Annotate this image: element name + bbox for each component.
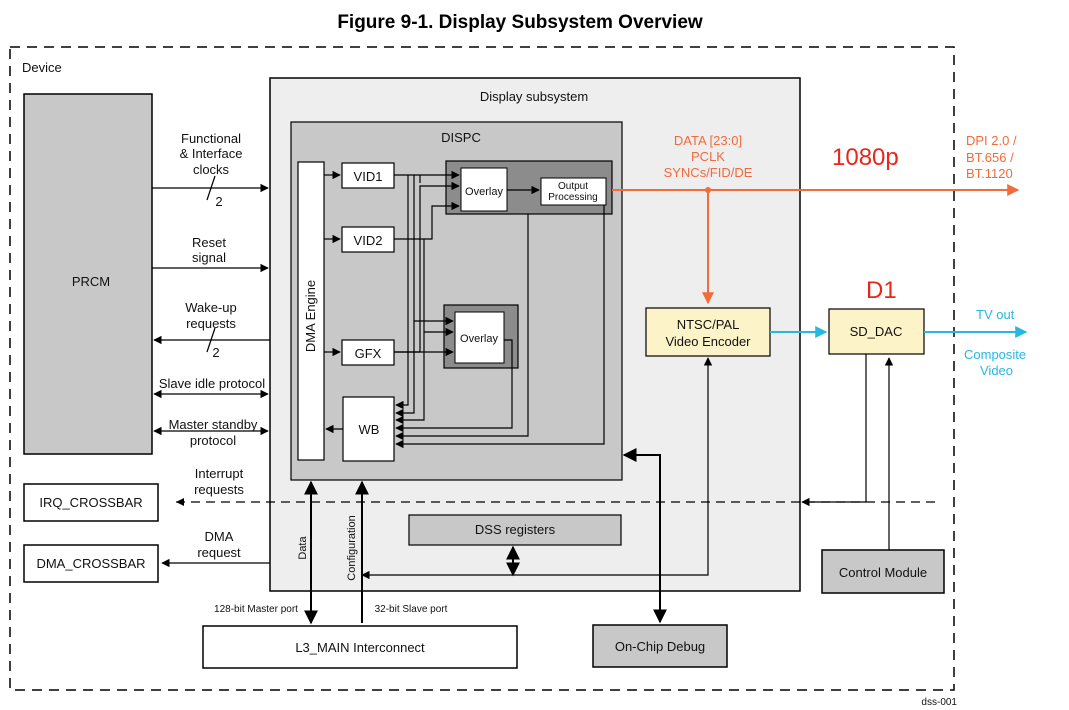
figure-id: dss-001 (921, 697, 957, 708)
slave-port-label: 32-bit Slave port (375, 604, 448, 615)
annotation-1080p: 1080p (832, 144, 899, 171)
l3-main-block (202, 625, 518, 669)
device-label: Device (22, 60, 62, 75)
l3-buses (304, 480, 369, 625)
overlay-1-label: Overlay (465, 186, 503, 198)
functional-clocks-label-3: clocks (193, 162, 230, 177)
display-subsystem-label: Display subsystem (480, 89, 588, 104)
dma-engine-label: DMA Engine (303, 280, 318, 352)
config-bus (361, 357, 713, 624)
interrupt-label-2: requests (194, 482, 244, 497)
functional-clocks-count: 2 (215, 194, 222, 209)
figure-title: Figure 9-1. Display Subsystem Overview (337, 12, 703, 33)
overlay-2-block (454, 311, 505, 364)
interrupt-label-1: Interrupt (195, 466, 244, 481)
sd-dac-block (828, 308, 925, 355)
slave-idle-label: Slave idle protocol (159, 376, 265, 391)
functional-clocks-label-2: & Interface (180, 146, 243, 161)
wb-label: WB (359, 422, 380, 437)
reset-label-1: Reset (192, 235, 226, 250)
reset-label-2: signal (192, 250, 226, 265)
functional-clocks-label-1: Functional (181, 131, 241, 146)
video-encoder-label-2: Video Encoder (665, 334, 751, 349)
on-chip-debug-block (592, 624, 728, 668)
irq-crossbar-label: IRQ_CROSSBAR (39, 495, 142, 510)
interrupt-bus (176, 354, 940, 507)
composite-label-1: Composite (964, 347, 1026, 362)
data-bus-label-1: DATA [23:0] (674, 133, 742, 148)
device-boundary (9, 46, 955, 691)
on-chip-debug-label: On-Chip Debug (615, 639, 705, 654)
vid2-block (341, 226, 395, 253)
dma-crossbar-block (23, 544, 159, 583)
overlay-2-label: Overlay (460, 333, 498, 345)
dma-crossbar-label: DMA_CROSSBAR (36, 556, 145, 571)
video-encoder-label-1: NTSC/PAL (677, 317, 740, 332)
tv-out-label: TV out (976, 307, 1015, 322)
gfx-label: GFX (355, 346, 382, 361)
master-standby-label-2: protocol (190, 433, 236, 448)
irq-crossbar-block (23, 483, 159, 522)
wakeup-label-1: Wake-up (185, 300, 237, 315)
dma-request-label-2: request (197, 545, 241, 560)
prcm-signals (152, 175, 270, 436)
output-processing-label-2: Processing (548, 192, 597, 203)
dpi-label-2: BT.656 / (966, 150, 1014, 165)
wakeup-label-2: requests (186, 316, 236, 331)
output-processing-label-1: Output (558, 181, 588, 192)
data-bus-label-3: SYNCs/FID/DE (664, 165, 753, 180)
control-module-block (821, 549, 945, 594)
overlay-1-block (460, 167, 508, 212)
dpi-label-3: BT.1120 (966, 166, 1013, 181)
dma-engine-block (297, 161, 325, 461)
vid2-label: VID2 (354, 233, 383, 248)
dispc-label: DISPC (441, 130, 481, 145)
output-processing-block (540, 177, 607, 206)
data-bus-label-2: PCLK (691, 149, 725, 164)
dma-request-label-1: DMA (205, 529, 234, 544)
l3-main-label: L3_MAIN Interconnect (295, 640, 425, 655)
sd-dac-label: SD_DAC (850, 324, 903, 339)
dss-registers-label: DSS registers (475, 522, 556, 537)
configuration-bus-vertical-label: Configuration (346, 515, 358, 580)
prcm-block (23, 93, 153, 455)
dpi-label-1: DPI 2.0 / (966, 133, 1017, 148)
composite-label-2: Video (980, 363, 1013, 378)
master-standby-label-1: Master standby (169, 417, 258, 432)
control-module-label: Control Module (839, 565, 927, 580)
dpi-output-signal (612, 184, 1020, 305)
data-bus-vertical-label: Data (297, 536, 309, 560)
dss-registers-block (408, 514, 622, 546)
wakeup-count: 2 (212, 345, 219, 360)
vid1-label: VID1 (354, 169, 383, 184)
master-port-label: 128-bit Master port (214, 604, 298, 615)
annotation-d1: D1 (866, 277, 897, 304)
prcm-label: PRCM (72, 274, 110, 289)
